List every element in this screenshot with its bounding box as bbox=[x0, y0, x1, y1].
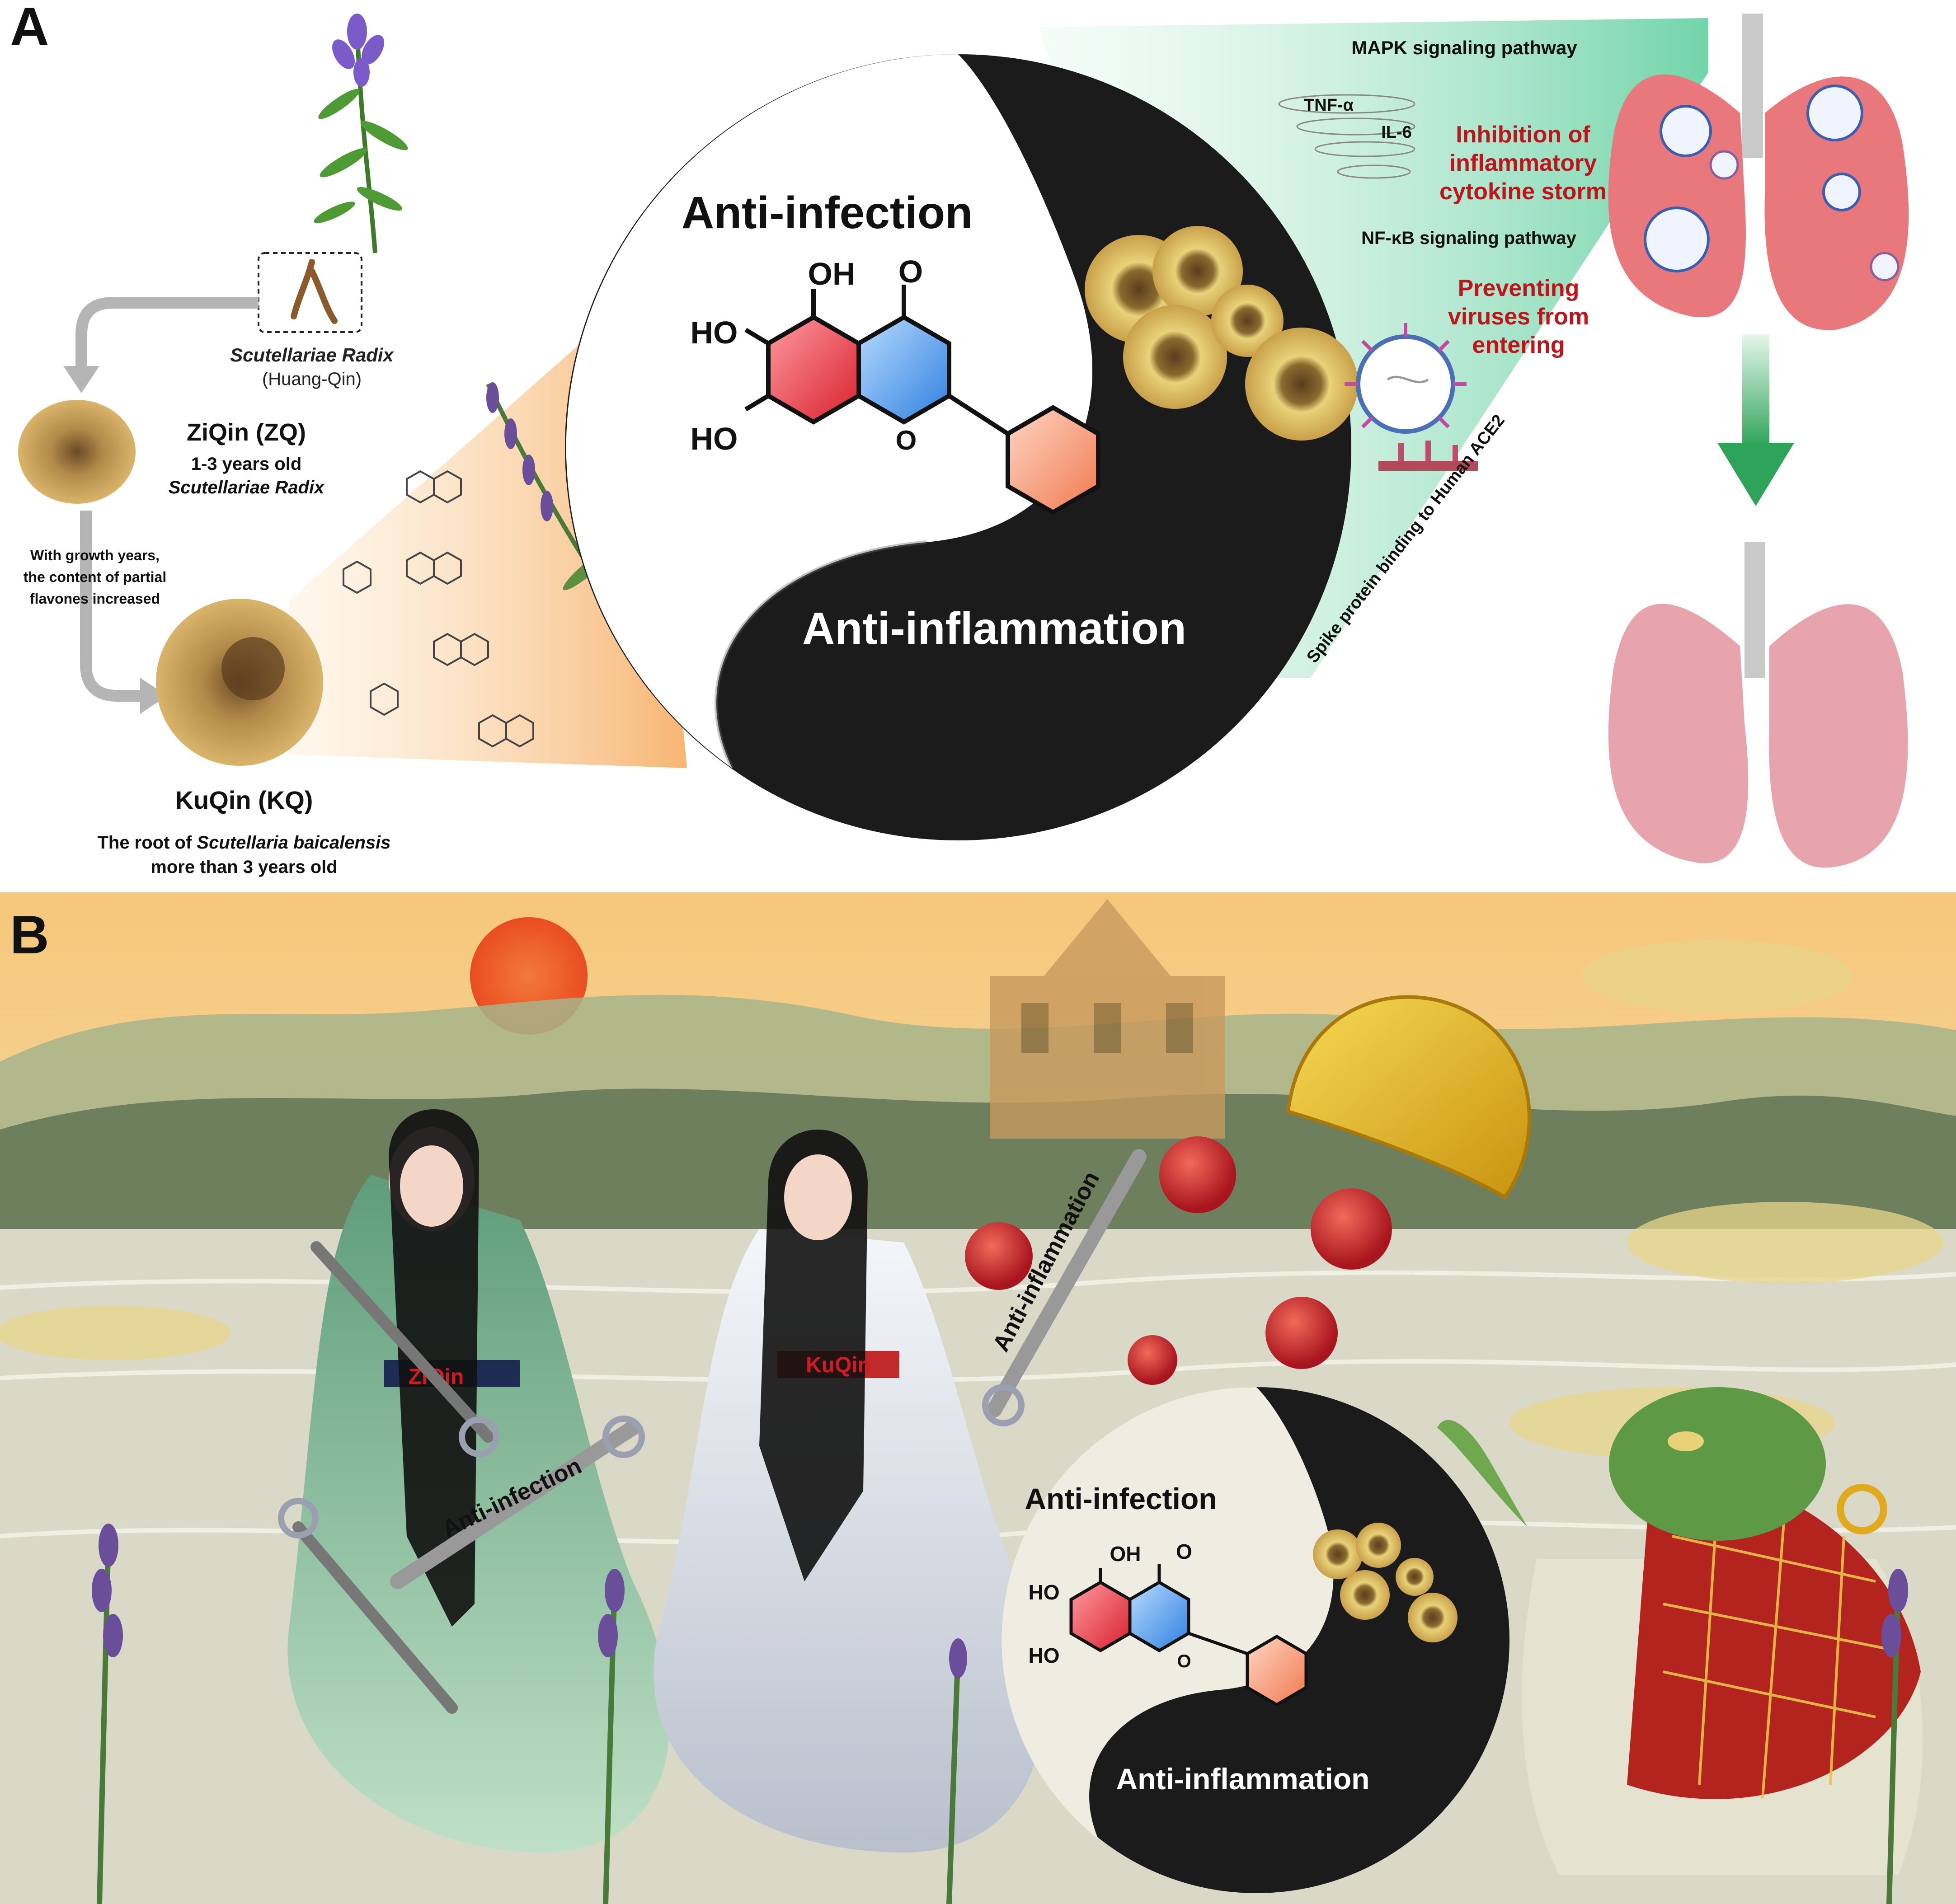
yin-yang-b-bottom-label: Anti-inflammation bbox=[1116, 1762, 1370, 1796]
baicalein-molecule bbox=[744, 285, 1100, 515]
ziqin-species: Scutellariae Radix bbox=[169, 478, 325, 497]
panel-a: A Scutellariae Radix (Huang-Qi bbox=[0, 0, 1956, 886]
yin-yang-ink-circle bbox=[565, 54, 1351, 840]
baicalein-molecule-b bbox=[1069, 1564, 1308, 1707]
yin-yang-bottom-label: Anti-inflammation bbox=[802, 603, 1186, 654]
ziqin-title: ZiQin (ZQ) bbox=[187, 419, 306, 446]
panel-b: B bbox=[0, 892, 1956, 1904]
sword-ring-2 bbox=[278, 1498, 319, 1538]
ziqin-slice-image bbox=[18, 400, 136, 504]
molecule-b-ho-low: HO bbox=[1029, 1644, 1060, 1667]
nfkb-pathway-label: NF-κB signaling pathway bbox=[1361, 228, 1576, 248]
flow-arrowhead-2 bbox=[140, 678, 167, 714]
mapk-pathway-label: MAPK signaling pathway bbox=[1351, 37, 1577, 58]
cytokine-swirl bbox=[1278, 94, 1415, 179]
viruses bbox=[965, 1136, 1392, 1385]
anti-infection-sword bbox=[390, 1420, 640, 1589]
toad-villain-illustration bbox=[1437, 1387, 1923, 1875]
preventing-line3: entering bbox=[1472, 332, 1565, 358]
sword-ring-4 bbox=[982, 1384, 1025, 1426]
molecule-o-ring: O bbox=[896, 425, 917, 455]
yin-yang-b-top-label: Anti-infection bbox=[1025, 1482, 1217, 1515]
ziqin-warrior-illustration bbox=[287, 1109, 670, 1852]
molecule-oh-top: OH bbox=[808, 256, 856, 291]
panel-a-label: A bbox=[10, 0, 49, 57]
root-slices-pile-b bbox=[1313, 1523, 1458, 1642]
ruins-facade-illustration bbox=[990, 899, 1225, 1139]
virus-binding-ace2-illustration bbox=[1345, 323, 1478, 471]
preventing-line1: Preventing bbox=[1458, 275, 1580, 301]
molecule-b-ho-mid: HO bbox=[1029, 1580, 1060, 1604]
molecule-b-o-top: O bbox=[1176, 1540, 1192, 1563]
sword-ring-3 bbox=[602, 1416, 645, 1458]
molecule-b-o-ring: O bbox=[1177, 1651, 1191, 1671]
recovery-arrow bbox=[1717, 334, 1794, 506]
sword-ring-1 bbox=[459, 1416, 499, 1457]
panel-b-label: B bbox=[10, 905, 49, 965]
root-slices-pile bbox=[1085, 226, 1358, 441]
kuqin-sash-label: KuQin bbox=[806, 1353, 871, 1377]
kuqin-description-line2: more than 3 years old bbox=[150, 857, 337, 877]
infected-lungs-illustration bbox=[1608, 14, 1909, 330]
flow-arrow-plant-to-ziqin bbox=[75, 297, 259, 370]
tnf-alpha-label: TNF-α bbox=[1304, 96, 1354, 115]
plant-alias: (Huang-Qin) bbox=[262, 369, 362, 389]
scutellaria-plant-illustration bbox=[258, 14, 408, 333]
plant-name: Scutellariae Radix bbox=[230, 344, 394, 366]
molecule-b-oh-top: OH bbox=[1110, 1542, 1141, 1566]
flow-arrow-ziqin-to-kuqin bbox=[80, 511, 145, 702]
molecule-o-top: O bbox=[898, 254, 923, 289]
healthy-lungs-illustration bbox=[1608, 542, 1908, 868]
left-swords bbox=[292, 1241, 494, 1714]
molecule-ho-mid: HO bbox=[691, 315, 738, 350]
flavone-structures bbox=[343, 470, 534, 748]
inhibition-line3: cytokine storm bbox=[1439, 178, 1607, 205]
anti-inflammation-sword bbox=[987, 1149, 1147, 1417]
kuqin-warrior-illustration bbox=[653, 1130, 1044, 1852]
yin-yang-top-label: Anti-infection bbox=[682, 188, 973, 238]
inhibition-line1: Inhibition of bbox=[1456, 122, 1590, 148]
kuqin-description-line1: The root of Scutellaria baicalensis bbox=[97, 833, 390, 853]
kuqin-title: KuQin (KQ) bbox=[175, 786, 313, 814]
golden-shell bbox=[1286, 995, 1531, 1200]
ziqin-age: 1-3 years old bbox=[191, 454, 302, 474]
preventing-line2: viruses from bbox=[1448, 304, 1589, 330]
molecule-ho-low: HO bbox=[691, 421, 738, 456]
inhibition-line2: inflammatory bbox=[1449, 150, 1597, 176]
growth-note-line3: flavones increased bbox=[30, 591, 160, 607]
growth-note-line2: the content of partial bbox=[24, 569, 166, 585]
foreground-flowers bbox=[92, 1524, 1908, 1904]
il6-label: IL-6 bbox=[1381, 123, 1412, 142]
flow-arrowhead-1 bbox=[63, 366, 99, 393]
growth-note-line1: With growth years, bbox=[30, 547, 160, 563]
